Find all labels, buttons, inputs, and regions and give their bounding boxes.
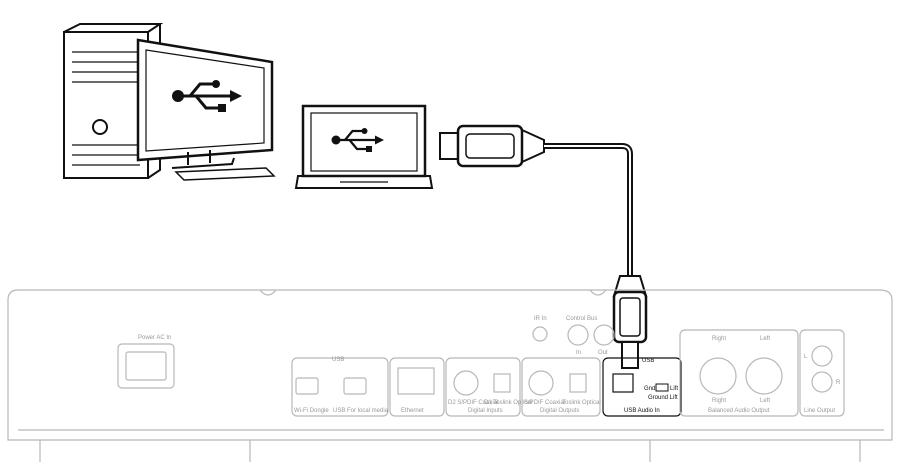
usb-media-label: USB For local media	[333, 408, 389, 414]
xlr-right-label: Right	[712, 398, 726, 404]
gnd-label: Gnd	[644, 386, 655, 392]
usb-audio-in-label: USB Audio In	[624, 408, 660, 414]
wifi-label: Wi-Fi Dongle	[294, 408, 329, 414]
line-r-label: R	[836, 380, 841, 386]
line-output-label: Line Output	[804, 408, 835, 414]
spdif-out-label: S/PDIF Coaxial	[524, 400, 565, 406]
usb-group-label: USB	[332, 357, 344, 363]
xlr-left-top-label: Left	[760, 336, 770, 342]
control-out-label: Out	[598, 350, 608, 356]
usb-cable	[439, 124, 648, 369]
d2-label: D2 S/PDIF Coaxial	[448, 400, 498, 406]
xlr-right-top-label: Right	[712, 336, 726, 342]
ir-label: IR In	[534, 316, 547, 322]
rear-panel: Power AC In IR In Control Bus In Out USB…	[7, 289, 893, 462]
ethernet-label: Ethernet	[401, 408, 424, 414]
lift-label: Lift	[670, 386, 678, 392]
control-in-label: In	[576, 350, 581, 356]
xlr-left-label: Left	[760, 398, 770, 404]
desktop-monitor	[136, 38, 276, 181]
digital-outputs-label: Digital Outputs	[540, 408, 579, 414]
ground-lift-label: Ground Lift	[648, 395, 678, 401]
control-bus-label: Control Bus	[566, 316, 597, 322]
power-label: Power AC In	[138, 335, 171, 341]
line-l-label: L	[804, 354, 808, 360]
toslink-out-label: Toslink Optical	[562, 400, 601, 406]
d1-label: D1 Toslink Optical	[484, 400, 532, 406]
balanced-output-label: Balanced Audio Output	[708, 408, 770, 414]
laptop	[294, 104, 434, 189]
usb-audio-group-label: USB	[642, 358, 654, 364]
digital-inputs-label: Digital Inputs	[468, 408, 503, 414]
